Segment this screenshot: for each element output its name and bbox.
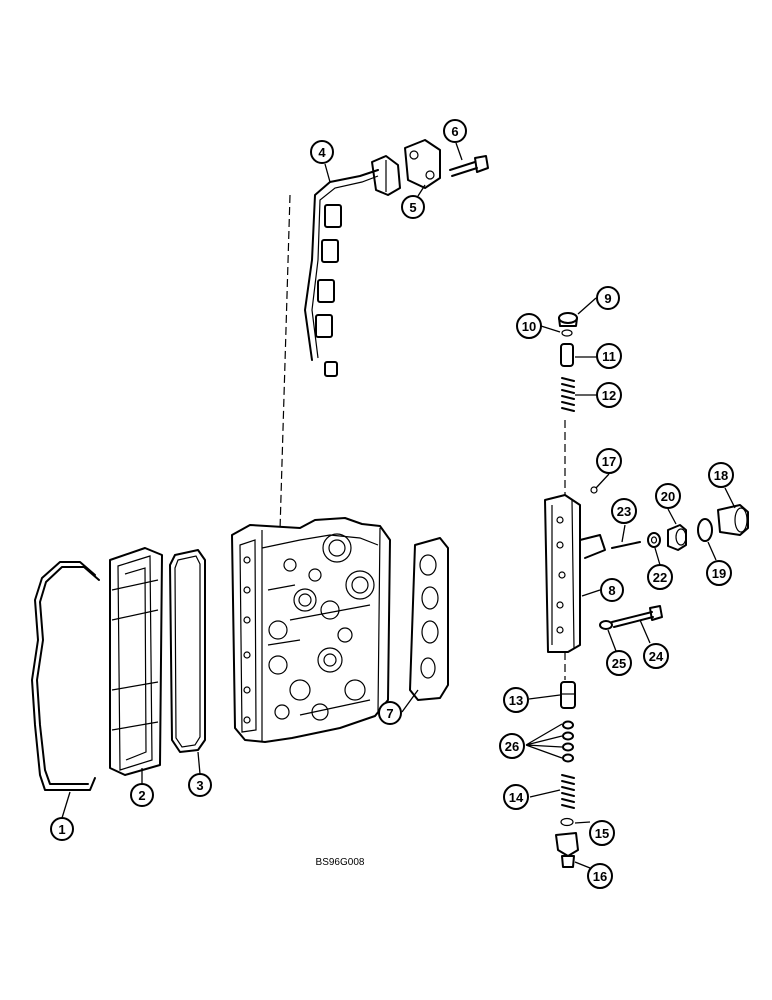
callout-10: 10 <box>516 313 542 339</box>
part-1-gasket <box>31 561 100 791</box>
part-26-shims <box>562 720 574 763</box>
callout-6: 6 <box>443 119 467 143</box>
callout-4: 4 <box>310 140 334 164</box>
part-23-pin <box>611 541 641 549</box>
callout-17: 17 <box>596 448 622 474</box>
part-24-bolt <box>611 605 663 628</box>
part-7-plate-gasket <box>409 537 449 701</box>
callout-8-label: 8 <box>608 583 615 598</box>
callout-7-label: 7 <box>386 706 393 721</box>
part-17-ball <box>590 486 598 494</box>
part-19-o-ring <box>697 518 713 542</box>
callout-12-label: 12 <box>602 388 616 403</box>
part-18-plug <box>717 504 749 536</box>
callout-26-label: 26 <box>505 739 519 754</box>
part-9-plug <box>558 312 578 327</box>
callout-3: 3 <box>188 773 212 797</box>
callout-22-label: 22 <box>653 570 667 585</box>
callout-19-label: 19 <box>712 566 726 581</box>
callout-13-label: 13 <box>509 693 523 708</box>
part-15-o-ring <box>560 817 574 827</box>
callout-9: 9 <box>596 286 620 310</box>
part-13-valve-spool <box>560 681 576 709</box>
callout-10-label: 10 <box>522 319 536 334</box>
callout-25: 25 <box>606 650 632 676</box>
callout-23-label: 23 <box>617 504 631 519</box>
part-3-seal-ring <box>169 549 206 753</box>
callout-26: 26 <box>499 733 525 759</box>
callout-24-label: 24 <box>649 649 664 664</box>
callout-6-label: 6 <box>451 124 458 139</box>
callout-24: 24 <box>643 643 669 669</box>
callout-15-label: 15 <box>595 826 609 841</box>
callout-16-label: 16 <box>593 869 607 884</box>
callout-1: 1 <box>50 817 74 841</box>
callout-13: 13 <box>503 687 529 713</box>
part-8-valve-plate <box>544 420 606 680</box>
part-25-washer <box>599 620 613 630</box>
callout-2-label: 2 <box>138 788 145 803</box>
callout-14: 14 <box>503 784 529 810</box>
callout-8: 8 <box>600 578 624 602</box>
part-4-wiring-harness <box>279 155 401 531</box>
callout-20: 20 <box>655 483 681 509</box>
part-14-spring <box>561 774 575 809</box>
part-5-flange-gasket <box>404 139 441 189</box>
callout-17-label: 17 <box>602 454 616 469</box>
part-2-cover <box>109 547 163 776</box>
callout-11-label: 11 <box>602 349 616 364</box>
leader-lines <box>61 142 736 869</box>
callout-20-label: 20 <box>661 489 675 504</box>
callout-7: 7 <box>378 701 402 725</box>
callout-11: 11 <box>596 343 622 369</box>
callout-19: 19 <box>706 560 732 586</box>
callout-2: 2 <box>130 783 154 807</box>
callout-9-label: 9 <box>604 291 611 306</box>
drawing-code: BS96G008 <box>316 857 365 868</box>
callout-22: 22 <box>647 564 673 590</box>
callout-5-label: 5 <box>409 200 416 215</box>
callout-18-label: 18 <box>714 468 728 483</box>
part-16-plug <box>555 832 579 868</box>
callout-4-label: 4 <box>318 145 326 160</box>
callout-1-label: 1 <box>58 822 65 837</box>
callout-25-label: 25 <box>612 656 626 671</box>
part-20-sleeve <box>667 524 687 551</box>
callout-12: 12 <box>596 382 622 408</box>
part-12-spring <box>561 377 575 412</box>
part-22-nut <box>647 532 661 548</box>
part-6-bolt <box>449 155 489 177</box>
callout-23: 23 <box>611 498 637 524</box>
callout-18: 18 <box>708 462 734 488</box>
callout-15: 15 <box>589 820 615 846</box>
valve-body <box>231 517 391 743</box>
part-10-o-ring <box>561 329 573 337</box>
callout-5: 5 <box>401 195 425 219</box>
part-11-plunger <box>560 343 574 367</box>
callout-16: 16 <box>587 863 613 889</box>
callout-3-label: 3 <box>196 778 203 793</box>
callout-14-label: 14 <box>509 790 524 805</box>
